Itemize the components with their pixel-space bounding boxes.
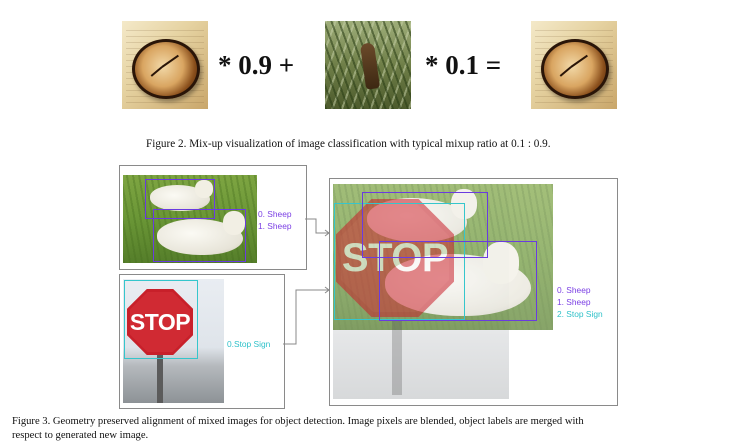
clock-image: [122, 21, 208, 109]
stop-photo: STOP: [123, 279, 224, 403]
mixed-label-1: 1. Sheep: [557, 297, 591, 307]
mixed-sheep-0-bbox: [362, 192, 488, 258]
figure-2-caption: Figure 2. Mix-up visualization of image …: [146, 138, 551, 150]
mixed-clock-image: [531, 21, 617, 109]
stop-source-frame: STOP 0.Stop Sign: [119, 274, 285, 409]
stop-arrow: [283, 286, 330, 345]
mixed-stop-bbox: [334, 203, 465, 320]
mixed-output-frame: STOP 0. Sheep 1. Sheep 2. Stop Sign: [329, 178, 618, 406]
stop-sign-icon: STOP: [127, 289, 193, 355]
mixed-label-0: 0. Sheep: [557, 285, 591, 295]
stop-label-0: 0.Stop Sign: [227, 339, 271, 349]
stop-sign-bbox: [124, 280, 198, 359]
sheep-label-0: 0. Sheep: [258, 209, 292, 219]
grass-image: [325, 21, 411, 109]
mixed-label-2: 2. Stop Sign: [557, 309, 603, 319]
figure-3-caption-line-2: respect to generated new image.: [12, 430, 149, 441]
mixed-sheep-1-bbox: [379, 241, 537, 321]
mix-operator-2: * 0.1 =: [425, 50, 502, 80]
figure-3-caption-line-1: Figure 3. Geometry preserved alignment o…: [12, 416, 584, 427]
sheep-photo: [123, 175, 257, 263]
sheep-arrow: [305, 218, 330, 237]
sheep-source-frame: 0. Sheep 1. Sheep: [119, 165, 307, 270]
sheep-label-1: 1. Sheep: [258, 221, 292, 231]
mix-operator-1: * 0.9 +: [218, 50, 295, 80]
sheep-0-bbox: [145, 179, 215, 219]
sheep-1-bbox: [153, 209, 246, 262]
